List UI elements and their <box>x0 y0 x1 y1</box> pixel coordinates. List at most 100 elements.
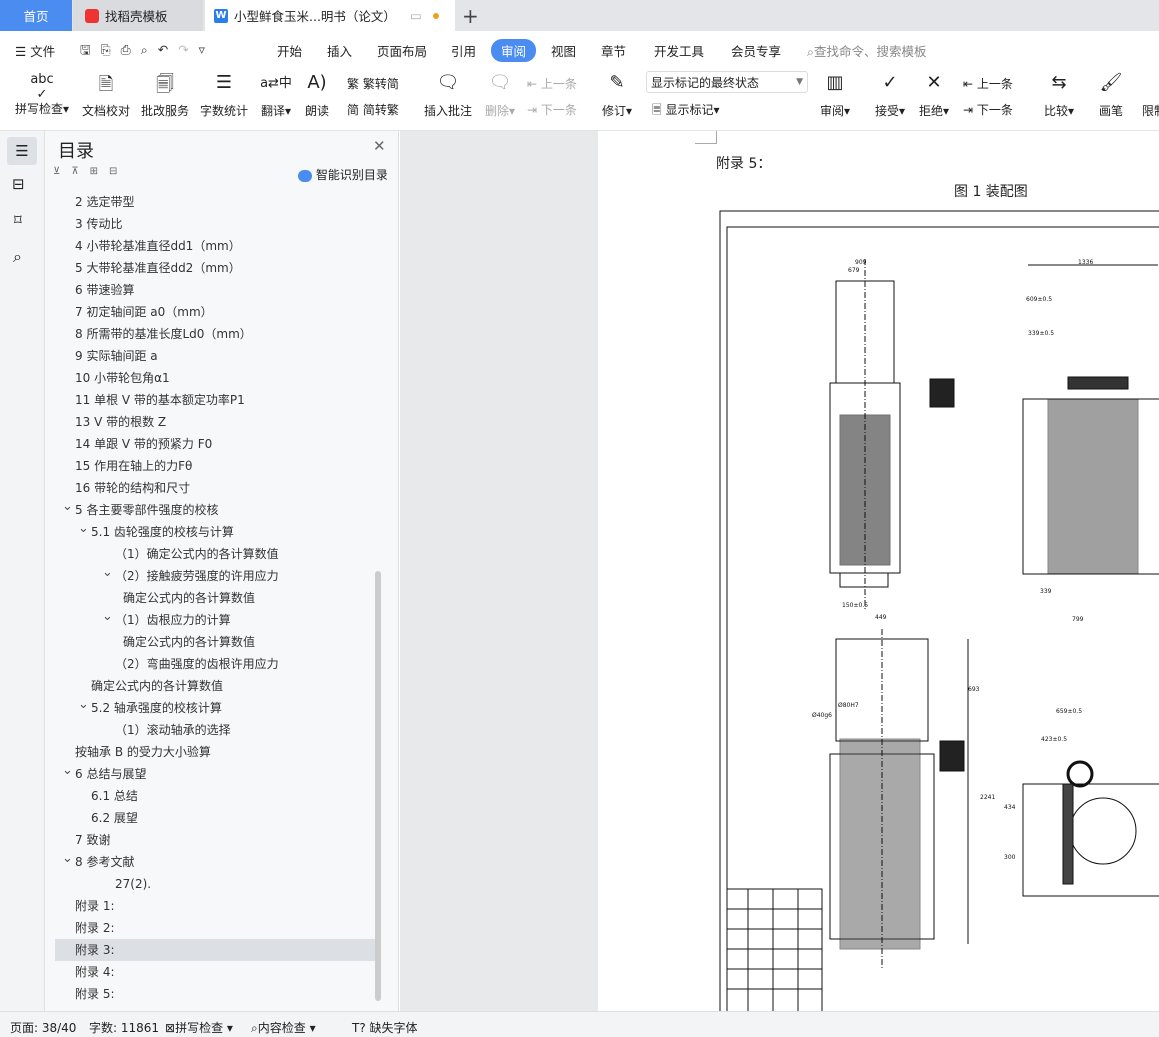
show-markup-button[interactable]: 🗏 显示标记▾ <box>652 103 720 117</box>
menu-view[interactable]: 视图 <box>551 44 577 59</box>
toc-item[interactable]: 按轴承 B 的受力大小验算 <box>55 741 375 763</box>
toc-item[interactable]: 2 选定带型 <box>55 191 375 213</box>
track-changes-button[interactable]: ✎修订▾ <box>602 72 633 118</box>
menu-chapter[interactable]: 章节 <box>601 44 627 59</box>
translate-button[interactable]: a⇄中翻译▾ <box>257 72 295 119</box>
toc-item[interactable]: （1）齿根应力的计算⌄ <box>55 609 375 631</box>
toc-item[interactable]: 5 各主要零部件强度的校核⌄ <box>55 499 375 521</box>
toc-item[interactable]: 10 小带轮包角α1 <box>55 367 375 389</box>
close-icon[interactable]: ✕ <box>373 137 386 155</box>
toc-item[interactable]: 附录 1: <box>55 895 375 917</box>
command-search[interactable]: ⌕查找命令、搜索模板 <box>807 44 927 59</box>
toc-item[interactable]: 9 实际轴间距 a <box>55 345 375 367</box>
collapse-down-icon[interactable]: ⊻ <box>53 166 72 177</box>
reject-button[interactable]: ✕拒绝▾ <box>916 72 952 119</box>
toc-item[interactable]: 14 单跟 V 带的预紧力 F0 <box>55 433 375 455</box>
menu-dev[interactable]: 开发工具 <box>654 44 705 59</box>
toc-item[interactable]: 附录 4: <box>55 961 375 983</box>
toc-item[interactable]: 6.2 展望 <box>55 807 375 829</box>
chevron-down-icon[interactable]: ⌄ <box>78 521 89 536</box>
chevron-down-icon[interactable]: ⌄ <box>62 851 73 866</box>
s2t-button[interactable]: 简 简转繁 <box>347 103 399 117</box>
toc-item[interactable]: 13 V 带的根数 Z <box>55 411 375 433</box>
tab-document[interactable]: W 小型鲜食玉米...明书（论文） ▭ <box>205 0 455 31</box>
toc-item[interactable]: （1）确定公式内的各计算数值 <box>55 543 375 565</box>
preview-icon[interactable]: ⌕ <box>140 42 158 57</box>
next-change-button[interactable]: ⇥ 下一条 <box>963 103 1013 117</box>
word-count-button[interactable]: ☰字数统计 <box>199 72 248 118</box>
bookmark-icon[interactable]: ⌑ <box>14 211 22 229</box>
delete-comment-button[interactable]: 🗨删除▾ <box>482 72 518 119</box>
file-menu[interactable]: ☰ 文件 <box>15 44 56 59</box>
collapse-up-icon[interactable]: ⊼ <box>71 166 90 177</box>
chevron-down-icon[interactable]: ⌄ <box>62 499 73 514</box>
toc-item[interactable]: （2）接触疲劳强度的许用应力⌄ <box>55 565 375 587</box>
toc-item[interactable]: 27(2). <box>55 873 375 895</box>
compare-button[interactable]: ⇆比较▾ <box>1040 72 1078 119</box>
toc-item[interactable]: 确定公式内的各计算数值 <box>55 631 375 653</box>
toc-item[interactable]: 5.2 轴承强度的校核计算⌄ <box>55 697 375 719</box>
restrict-button[interactable]: 限制 <box>1142 104 1159 118</box>
missing-font-status[interactable]: T? 缺失字体 <box>352 1021 418 1035</box>
monitor-icon[interactable]: ▭ <box>410 8 422 23</box>
toc-item[interactable]: 7 初定轴间距 a0（mm） <box>55 301 375 323</box>
expand-all-icon[interactable]: ⊞ <box>89 166 110 177</box>
prev-change-button[interactable]: ⇤ 上一条 <box>963 77 1013 91</box>
toc-item[interactable]: （1）滚动轴承的选择 <box>55 719 375 741</box>
toc-scrollbar[interactable] <box>375 571 381 1001</box>
pen-button[interactable]: 🖌画笔 <box>1096 72 1126 119</box>
new-tab-button[interactable]: + <box>462 3 479 28</box>
correction-service-button[interactable]: 🗐批改服务 <box>140 74 189 118</box>
tab-templates[interactable]: 找稻壳模板 <box>73 0 203 31</box>
toc-item[interactable]: 6 带速验算 <box>55 279 375 301</box>
toc-item[interactable]: 5.1 齿轮强度的校核与计算⌄ <box>55 521 375 543</box>
word-count[interactable]: 字数: 11861 <box>89 1021 160 1035</box>
t2s-button[interactable]: 繁 繁转简 <box>347 77 399 91</box>
chevron-down-icon[interactable]: ⌄ <box>102 565 113 580</box>
more-icon[interactable]: ▿ <box>198 42 215 57</box>
spell-check-status[interactable]: ⊠拼写检查 ▾ <box>165 1021 233 1035</box>
export-icon[interactable]: ⎘ <box>100 42 121 57</box>
toc-item[interactable]: 8 所需带的基准长度Ld0（mm） <box>55 323 375 345</box>
toc-item[interactable]: 确定公式内的各计算数值 <box>55 587 375 609</box>
prev-comment-button[interactable]: ⇤ 上一条 <box>527 77 577 91</box>
chevron-down-icon[interactable]: ⌄ <box>62 763 73 778</box>
insert-comment-button[interactable]: 🗨插入批注 <box>423 72 472 118</box>
read-aloud-button[interactable]: A)朗读 <box>302 72 332 119</box>
doc-proofread-button[interactable]: 🗎文档校对 <box>81 74 130 118</box>
toc-item[interactable]: 16 带轮的结构和尺寸 <box>55 477 375 499</box>
toc-item[interactable]: 确定公式内的各计算数值 <box>55 675 375 697</box>
toc-item[interactable]: 3 传动比 <box>55 213 375 235</box>
toc-item[interactable]: 附录 5: <box>55 983 375 1005</box>
menu-start[interactable]: 开始 <box>277 44 303 59</box>
toc-item[interactable]: 6 总结与展望⌄ <box>55 763 375 785</box>
menu-review[interactable]: 审阅 <box>491 39 537 62</box>
page-indicator[interactable]: 页面: 38/40 <box>10 1021 77 1035</box>
toc-item[interactable]: 5 大带轮基准直径dd2（mm） <box>55 257 375 279</box>
toc-item[interactable]: 4 小带轮基准直径dd1（mm） <box>55 235 375 257</box>
toc-item[interactable]: 附录 2: <box>55 917 375 939</box>
menu-insert[interactable]: 插入 <box>327 44 353 59</box>
chevron-down-icon[interactable]: ⌄ <box>78 697 89 712</box>
toc-item[interactable]: 6.1 总结 <box>55 785 375 807</box>
toc-item[interactable]: 附录 3: <box>55 939 375 961</box>
accept-button[interactable]: ✓接受▾ <box>872 72 908 119</box>
content-check-status[interactable]: ⌕内容检查 ▾ <box>251 1021 316 1035</box>
spell-check-button[interactable]: abc✓拼写检查▾ <box>12 72 72 117</box>
menu-reference[interactable]: 引用 <box>451 44 477 59</box>
tab-home[interactable]: 首页 <box>0 0 72 31</box>
menu-member[interactable]: 会员专享 <box>731 44 782 59</box>
redo-icon[interactable]: ↷ <box>178 42 199 57</box>
markup-state-select[interactable]: 显示标记的最终状态▼ <box>646 71 808 93</box>
toc-icon[interactable]: ☰ <box>7 137 37 165</box>
undo-icon[interactable]: ↶ <box>157 42 179 57</box>
toc-item[interactable]: （2）弯曲强度的齿根许用应力 <box>55 653 375 675</box>
toc-item[interactable]: 11 单根 V 带的基本额定功率P1 <box>55 389 375 411</box>
chevron-down-icon[interactable]: ⌄ <box>102 609 113 624</box>
chapter-icon[interactable]: ⊟ <box>12 175 25 193</box>
toc-item[interactable]: 7 致谢 <box>55 829 375 851</box>
toc-item[interactable]: 15 作用在轴上的力Fθ <box>55 455 375 477</box>
save-icon[interactable]: 🖫 <box>80 42 101 57</box>
menu-layout[interactable]: 页面布局 <box>377 44 428 59</box>
search-icon[interactable]: ⌕ <box>13 247 22 266</box>
